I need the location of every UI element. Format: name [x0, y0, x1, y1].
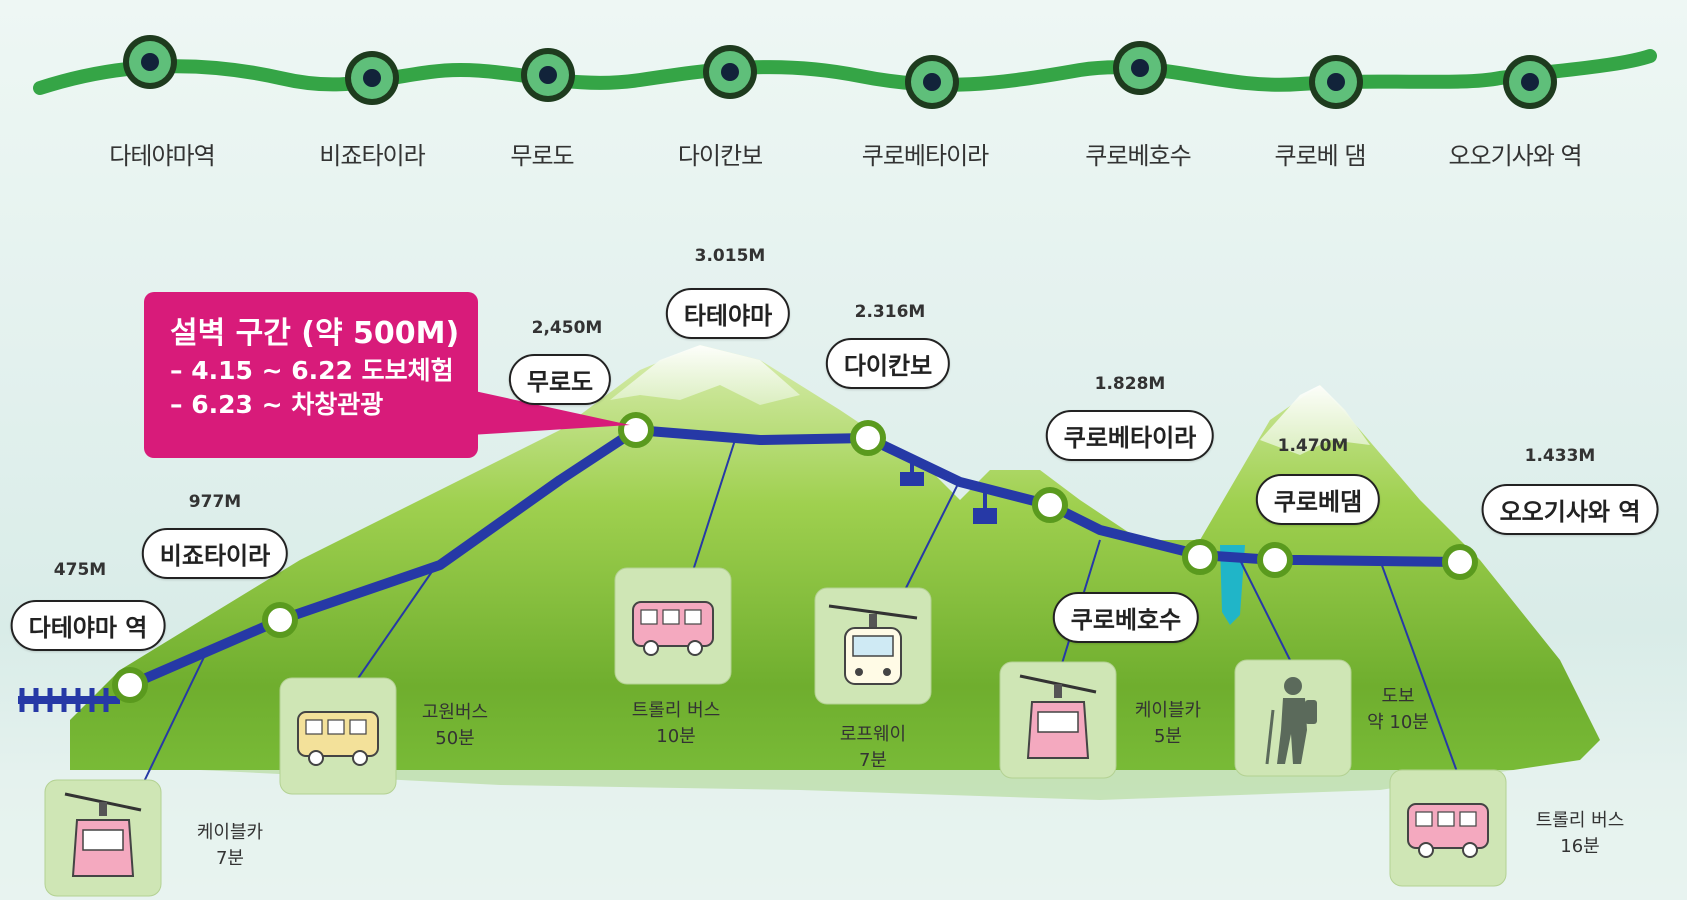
route-node	[262, 602, 298, 638]
route-station-nodes	[112, 412, 1478, 703]
top-stop-marker	[1309, 55, 1363, 109]
top-stop-label: 다테야마역	[109, 142, 215, 170]
elevation-tateyama-peak: 3.015M	[694, 246, 766, 266]
top-stop-marker	[1113, 41, 1167, 95]
top-stop-label: 오오기사와 역	[1448, 142, 1582, 170]
trolley-bus-icon	[614, 567, 732, 685]
top-stop-label: 쿠로베호수	[1085, 142, 1191, 170]
ropeway-gondolas	[900, 455, 997, 524]
route-node	[112, 667, 148, 703]
route-node	[850, 420, 886, 456]
route-node	[1032, 487, 1068, 523]
top-stop-marker	[521, 48, 575, 102]
top-stop-label: 쿠로베 댐	[1274, 142, 1367, 170]
snow-cap-tateyama	[610, 345, 800, 405]
top-route-line	[33, 49, 1657, 95]
station-murodo[interactable]: 무로도	[508, 354, 612, 405]
station-kurobe-dam[interactable]: 쿠로베댐	[1255, 474, 1381, 525]
route-node	[1442, 544, 1478, 580]
elevation-ogizawa: 1.433M	[1524, 446, 1596, 466]
station-bijodaira[interactable]: 비죠타이라	[141, 528, 289, 579]
leader-lines	[139, 439, 1461, 791]
cable-car-icon	[44, 779, 162, 897]
lake	[1220, 545, 1245, 625]
elevation-murodo: 2,450M	[531, 318, 603, 338]
top-stop-marker	[1503, 55, 1557, 109]
snow-wall-callout: 설벽 구간 (약 500M) – 4.15 ~ 6.22 도보체험 – 6.23…	[144, 292, 478, 458]
station-kurobedaira[interactable]: 쿠로베타이라	[1045, 410, 1215, 461]
top-stop-marker	[905, 55, 959, 109]
elevation-bijodaira: 977M	[188, 492, 242, 512]
top-stop-label: 무로도	[510, 142, 574, 170]
route-node	[1182, 539, 1218, 575]
ropeway-icon	[814, 587, 932, 705]
route-node	[1257, 542, 1293, 578]
rail-track	[18, 688, 120, 712]
elevation-kurobedaira: 1.828M	[1094, 374, 1166, 394]
callout-line-1: – 4.15 ~ 6.22 도보체험	[170, 356, 454, 385]
top-stop-marker	[345, 51, 399, 105]
hiker-icon	[1234, 659, 1352, 777]
top-stop-label: 다이칸보	[677, 142, 763, 170]
station-tateyama-peak[interactable]: 타테야마	[665, 288, 791, 339]
top-stop-marker	[703, 45, 757, 99]
elevation-kurobe-dam: 1.470M	[1277, 436, 1349, 456]
top-stop-marker	[123, 35, 177, 89]
elevation-tateyama-station: 475M	[53, 560, 107, 580]
station-daikanbo[interactable]: 다이칸보	[825, 338, 951, 389]
callout-title: 설벽 구간 (약 500M)	[170, 316, 460, 351]
mountain-range	[70, 345, 1600, 800]
elevation-daikanbo: 2.316M	[854, 302, 926, 322]
station-tateyama[interactable]: 다테야마 역	[10, 600, 166, 651]
cable-car-icon	[999, 661, 1117, 779]
station-ogizawa[interactable]: 오오기사와 역	[1481, 484, 1659, 535]
callout-line-2: – 6.23 ~ 차창관광	[170, 390, 384, 419]
callout-pointer	[470, 390, 630, 435]
snow-cap-kurobe	[1260, 385, 1370, 455]
trolley-bus-icon	[1389, 769, 1507, 887]
route-node	[618, 412, 654, 448]
station-kurobeko[interactable]: 쿠로베호수	[1052, 592, 1200, 643]
top-route-stops	[123, 35, 1557, 109]
highland-bus-icon	[279, 677, 397, 795]
top-stop-label: 쿠로베타이라	[861, 142, 989, 170]
top-stop-label: 비죠타이라	[319, 142, 425, 170]
